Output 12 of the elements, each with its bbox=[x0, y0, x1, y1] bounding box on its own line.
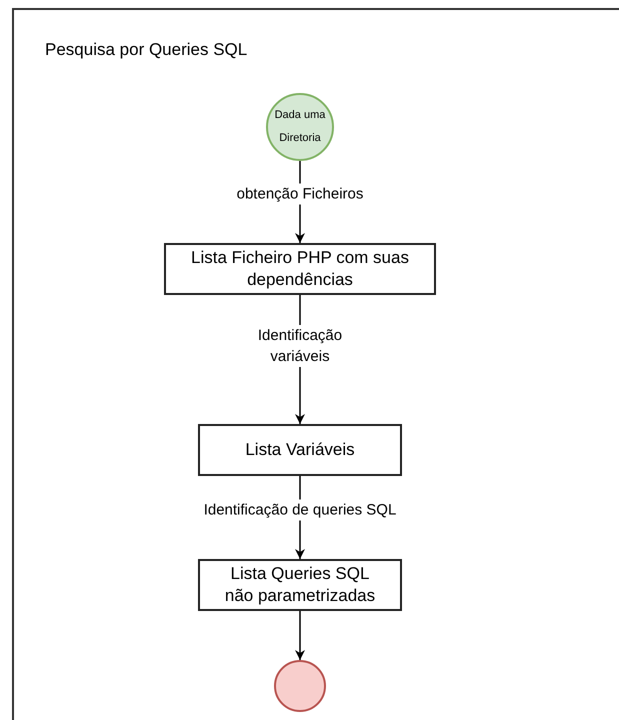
frame-label: Pesquisa por Queries SQL bbox=[45, 40, 248, 60]
node-text: Dada uma Diretoria bbox=[274, 108, 326, 146]
edge-label: Identificação de queries SQL bbox=[204, 500, 396, 520]
node-text: Lista Variáveis bbox=[245, 439, 355, 461]
process-box bbox=[198, 559, 402, 611]
node-text: Lista Ficheiro PHP com suas dependências bbox=[190, 247, 410, 291]
end-circle bbox=[274, 660, 326, 712]
process-box bbox=[164, 243, 436, 295]
process-box bbox=[198, 424, 402, 476]
edge-label: obtenção Ficheiros bbox=[236, 184, 364, 204]
node-text: Lista Queries SQL não parametrizadas bbox=[224, 563, 376, 607]
arrow bbox=[295, 611, 305, 660]
